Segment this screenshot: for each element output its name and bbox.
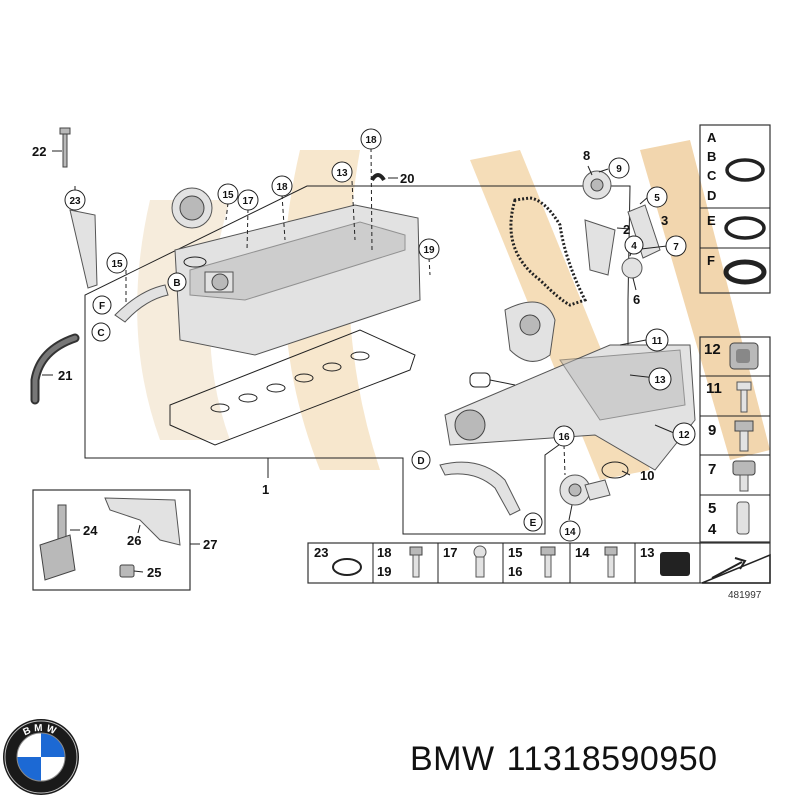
strip-label-13: 13 <box>640 545 654 560</box>
label-3: 3 <box>661 213 668 228</box>
callout-23: 23 <box>69 196 81 207</box>
label-8: 8 <box>583 148 590 163</box>
brand-name: BMW <box>410 740 495 778</box>
callout-15b: 15 <box>111 259 123 270</box>
callout-18b: 18 <box>365 135 377 146</box>
logo-letters: BMW <box>22 723 58 738</box>
callout-c: C <box>97 328 104 339</box>
footer-brand-line: BMW 11318590950 <box>410 740 718 779</box>
cylinder-head-cover <box>171 187 421 356</box>
bolt-column: 12 11 9 7 5 4 <box>699 336 771 543</box>
label-27: 27 <box>203 537 217 552</box>
label-24: 24 <box>83 523 98 538</box>
callout-15a: 15 <box>222 190 234 201</box>
bottom-strip: 23 18 19 17 15 16 14 13 <box>307 542 771 584</box>
callout-12: 12 <box>678 430 690 441</box>
callout-f: F <box>99 301 105 312</box>
label-20: 20 <box>400 171 414 186</box>
bolt-label-5: 5 <box>708 500 716 517</box>
seal-label-a: A <box>707 130 717 145</box>
pipe-d-e <box>439 461 521 516</box>
svg-text:BMW: BMW <box>22 723 61 738</box>
seal-label-d: D <box>707 188 716 203</box>
callout-14: 14 <box>564 527 576 538</box>
label-10: 10 <box>640 468 654 483</box>
callout-9: 9 <box>616 164 622 175</box>
ring-10 <box>601 461 629 479</box>
callout-e: E <box>530 518 537 529</box>
sensor-14 <box>559 474 611 506</box>
seal-label-b: B <box>707 149 716 164</box>
plain-labels: 22 20 21 1 8 2 3 6 10 24 26 25 27 <box>32 144 668 580</box>
label-25: 25 <box>147 565 161 580</box>
seal-label-e: E <box>707 213 716 228</box>
callout-13b: 13 <box>654 375 666 386</box>
bolt-label-11: 11 <box>706 380 722 397</box>
callout-7: 7 <box>673 242 679 253</box>
callout-19: 19 <box>423 245 435 256</box>
bolt-22 <box>59 127 98 289</box>
kit-outline <box>84 185 631 535</box>
label-2: 2 <box>623 222 630 237</box>
label-21: 21 <box>58 368 72 383</box>
callout-16: 16 <box>558 432 570 443</box>
bolt-label-9: 9 <box>708 422 716 439</box>
label-26: 26 <box>127 533 141 548</box>
strip-label-18: 18 <box>377 545 391 560</box>
strip-label-14: 14 <box>575 545 590 560</box>
strip-label-19: 19 <box>377 564 391 579</box>
bolt-label-12: 12 <box>704 341 721 358</box>
callout-18a: 18 <box>276 182 288 193</box>
diagram-number: 481997 <box>728 590 762 601</box>
strip-label-15: 15 <box>508 545 522 560</box>
callout-11: 11 <box>652 336 663 347</box>
timing-chain <box>509 170 661 307</box>
bmw-logo: BMW <box>3 719 79 795</box>
part-number: 11318590950 <box>506 740 718 778</box>
seal-label-f: F <box>707 253 715 268</box>
bolt-label-7: 7 <box>708 461 716 478</box>
strip-label-16: 16 <box>508 564 522 579</box>
valve-cover-gasket <box>169 329 416 446</box>
circled-callouts: 23 15 17 18 13 18 19 15 B F C 9 5 4 7 11… <box>64 128 696 542</box>
callout-17: 17 <box>242 196 254 207</box>
label-1: 1 <box>262 482 269 497</box>
label-22: 22 <box>32 144 46 159</box>
hose-15 <box>114 284 169 323</box>
seal-12 <box>469 372 491 388</box>
callout-13a: 13 <box>336 168 348 179</box>
callout-4: 4 <box>631 241 637 252</box>
callout-5: 5 <box>654 193 660 204</box>
bolt-label-4: 4 <box>708 521 717 538</box>
gasket-20 <box>370 173 386 182</box>
leader-lines <box>42 147 675 521</box>
seal-table: A B C D E F <box>699 124 771 294</box>
callout-d: D <box>417 456 424 467</box>
vacuum-pump <box>504 301 556 362</box>
strip-label-17: 17 <box>443 545 457 560</box>
seal-19-ring <box>183 256 207 268</box>
bracket-box <box>32 489 200 591</box>
label-6: 6 <box>633 292 640 307</box>
seal-label-c: C <box>707 168 717 183</box>
strip-label-23: 23 <box>314 545 328 560</box>
egr-module <box>444 344 696 471</box>
callout-b: B <box>173 278 180 289</box>
